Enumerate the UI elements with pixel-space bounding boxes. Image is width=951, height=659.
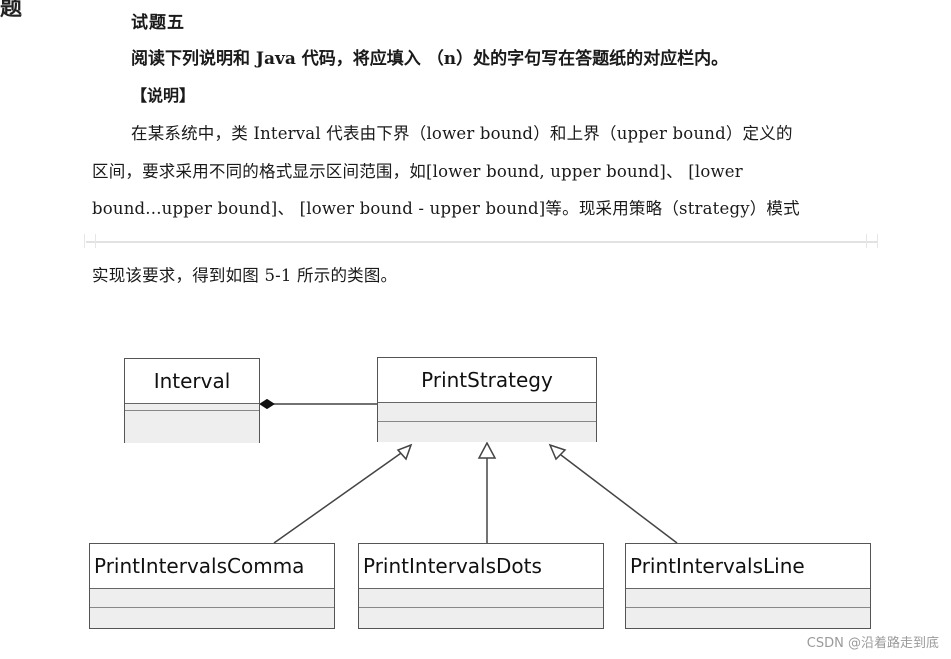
paragraph-line: 区间，要求采用不同的格式显示区间范围，如[lower bound, upper … xyxy=(92,162,743,181)
class-interval: Interval xyxy=(124,358,260,443)
class-operations xyxy=(626,608,870,628)
page-break-rule xyxy=(86,241,878,243)
watermark: CSDN @沿着路走到底 xyxy=(806,636,939,651)
class-attributes xyxy=(378,403,596,422)
generalization-arrow-dots xyxy=(477,441,497,459)
class-attributes xyxy=(359,589,603,608)
class-name: PrintIntervalsLine xyxy=(626,544,870,589)
class-print-intervals-comma: PrintIntervalsComma xyxy=(89,543,335,629)
class-name: Interval xyxy=(125,359,259,404)
class-operations xyxy=(378,422,596,442)
paragraph-line: 在某系统中，类 Interval 代表由下界（lower bound）和上界（u… xyxy=(131,124,793,143)
class-operations xyxy=(359,608,603,628)
class-operations xyxy=(125,411,259,443)
class-name: PrintIntervalsComma xyxy=(90,544,334,589)
header-mark: 题 xyxy=(0,0,23,21)
class-print-strategy: PrintStrategy xyxy=(377,357,597,442)
class-operations xyxy=(90,608,334,628)
paragraph-line: bound...upper bound]、 [lower bound - upp… xyxy=(92,199,800,218)
class-attributes xyxy=(90,589,334,608)
generalization-line-comma xyxy=(273,450,405,544)
page-break-tick xyxy=(84,234,96,248)
paragraph-line: 实现该要求，得到如图 5-1 所示的类图。 xyxy=(92,266,398,285)
class-name: PrintIntervalsDots xyxy=(359,544,603,589)
generalization-line-line xyxy=(560,454,678,544)
question-title: 试题五 xyxy=(131,13,185,33)
class-print-intervals-dots: PrintIntervalsDots xyxy=(358,543,604,629)
class-print-intervals-line: PrintIntervalsLine xyxy=(625,543,871,629)
composition-diamond xyxy=(259,398,275,410)
page-break-tick xyxy=(866,234,878,248)
class-attributes xyxy=(125,404,259,411)
generalization-arrow-line xyxy=(548,443,567,461)
class-attributes xyxy=(626,589,870,608)
generalization-arrow-comma xyxy=(396,443,413,461)
section-label: 【说明】 xyxy=(131,86,196,105)
class-name: PrintStrategy xyxy=(378,358,596,403)
instruction-text: 阅读下列说明和 Java 代码，将应填入 （n）处的字句写在答题纸的对应栏内。 xyxy=(131,49,729,69)
